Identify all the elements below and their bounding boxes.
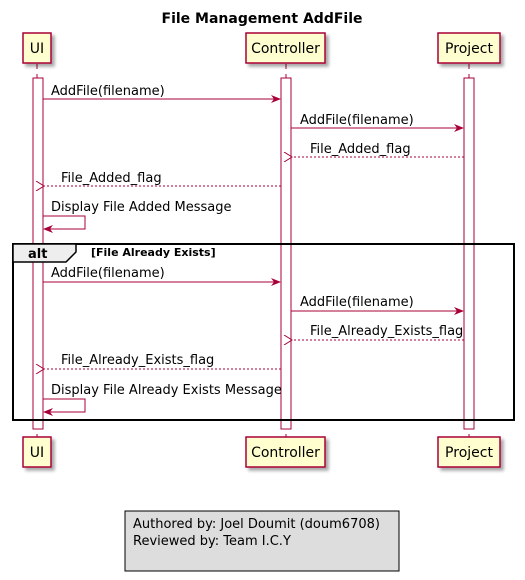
message-1-label: AddFile(filename) xyxy=(51,84,165,99)
message-2-label: AddFile(filename) xyxy=(300,113,414,128)
participant-project-top-label: Project xyxy=(445,41,493,57)
alt-fragment: alt [File Already Exists] xyxy=(12,243,515,421)
alt-keyword: alt xyxy=(28,247,47,262)
message-9-label: File_Already_Exists_flag xyxy=(61,353,214,368)
alt-condition: [File Already Exists] xyxy=(91,246,216,259)
participant-controller-bottom: Controller xyxy=(245,436,326,468)
project-activation-bar xyxy=(463,77,475,430)
message-5-arrow xyxy=(43,215,86,233)
message-4-label: File_Added_flag xyxy=(61,171,162,186)
footer-reviewer: Reviewed by: Team I.C.Y xyxy=(133,534,291,549)
participant-project-bottom: Project xyxy=(437,436,501,468)
participant-ui-top: UI xyxy=(22,32,52,64)
footer-legend: Authored by: Joel Doumit (doum6708) Revi… xyxy=(124,510,400,572)
alt-label-tab xyxy=(12,243,77,263)
footer-box xyxy=(124,510,400,572)
participant-ui-bottom-label: UI xyxy=(30,445,44,461)
participant-controller-top-label: Controller xyxy=(251,41,320,57)
message-10-label: Display File Already Exists Message xyxy=(51,383,282,398)
footer-author: Authored by: Joel Doumit (doum6708) xyxy=(133,517,380,532)
participant-project-top: Project xyxy=(437,32,501,64)
message-10-arrow xyxy=(43,398,86,416)
alt-frame xyxy=(12,243,515,421)
participant-controller-bottom-label: Controller xyxy=(251,445,320,461)
diagram-title: File Management AddFile xyxy=(162,11,363,27)
message-7-label: AddFile(filename) xyxy=(300,295,414,310)
message-5-label: Display File Added Message xyxy=(51,200,231,215)
message-8-label: File_Already_Exists_flag xyxy=(310,324,463,339)
participant-project-bottom-label: Project xyxy=(445,445,493,461)
participant-ui-top-label: UI xyxy=(30,41,44,57)
participant-controller-top: Controller xyxy=(245,32,326,64)
message-3-label: File_Added_flag xyxy=(310,142,411,157)
message-6-label: AddFile(filename) xyxy=(51,266,165,281)
participant-ui-bottom: UI xyxy=(22,436,52,468)
controller-activation-bar xyxy=(280,77,292,430)
